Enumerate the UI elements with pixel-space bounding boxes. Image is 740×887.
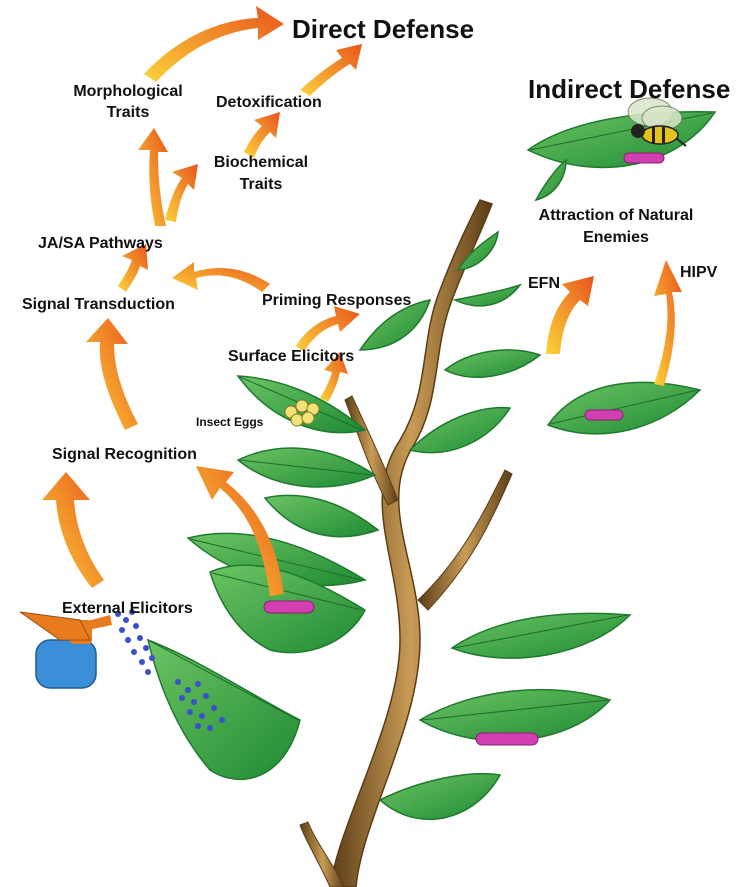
label-priming-responses: Priming Responses [262, 292, 411, 309]
arrow-recognition-to-transduction [86, 318, 138, 430]
leaf-bottom-right [378, 772, 502, 821]
label-efn: EFN [528, 275, 560, 292]
arrow-priming-to-transduction [172, 262, 270, 292]
label-direct-defense: Direct Defense [292, 14, 474, 44]
label-indirect-defense: Indirect Defense [528, 74, 730, 104]
leaf-sprayed [146, 638, 301, 781]
label-biochemical-line2: Traits [240, 176, 283, 193]
label-signal-transduction: Signal Transduction [22, 296, 175, 313]
label-biochemical-line1: Biochemical [214, 154, 308, 171]
leaf-upper-left [358, 299, 432, 351]
label-surface-elicitors: Surface Elicitors [228, 348, 354, 365]
flow-arrows [42, 6, 682, 596]
label-detoxification: Detoxification [216, 94, 322, 111]
sprayer-bottle-icon [19, 611, 112, 689]
label-morphological-line1: Morphological [73, 83, 182, 100]
caterpillar-right [584, 409, 624, 421]
leaf-upper-right-1 [452, 283, 523, 307]
arrow-transduction-to-jasa [118, 244, 148, 292]
leaf-top-right-corner [534, 158, 567, 202]
arrow-external-to-recognition [42, 472, 104, 588]
caterpillar-indirect [623, 152, 665, 164]
arrow-jasa-to-morph [138, 128, 168, 226]
label-attraction-line1: Attraction of Natural [539, 207, 694, 224]
label-hipv: HIPV [680, 264, 718, 281]
wasp-icon [627, 97, 687, 147]
leaf-right-mid-1 [443, 349, 542, 378]
insect-eggs-cluster [284, 399, 320, 427]
label-external-elicitors: External Elicitors [62, 600, 193, 617]
spray-droplets [115, 609, 225, 731]
leaf-right-lower-1 [450, 612, 632, 659]
plant-leaves [146, 111, 717, 821]
plant-stem [299, 199, 513, 887]
arrow-jasa-to-biochem [165, 164, 198, 222]
caterpillar-left [263, 600, 315, 614]
caterpillar-lower [475, 732, 539, 746]
caterpillars [263, 152, 665, 746]
arrow-leaf-to-efn [546, 276, 594, 354]
arrow-caterpillar-to-recognition [196, 466, 284, 596]
leaf-top-small [456, 230, 499, 271]
label-attraction-line2: Enemies [583, 229, 649, 246]
label-morphological-line2: Traits [107, 104, 150, 121]
arrow-eggs-to-surface [320, 352, 348, 402]
leaf-indirect [526, 111, 717, 169]
arrow-morph-to-direct [144, 6, 284, 82]
label-ja-sa-pathways: JA/SA Pathways [38, 235, 163, 252]
arrow-detox-to-direct [300, 44, 362, 96]
leaf-caterpillar-right [546, 381, 702, 435]
arrow-leaf-to-hipv [654, 260, 682, 386]
label-insect-eggs: Insect Eggs [196, 415, 264, 429]
diagram-labels: Direct Defense Indirect Defense Morpholo… [22, 14, 730, 617]
leaf-left-mid-2 [263, 494, 380, 538]
label-signal-recognition: Signal Recognition [52, 446, 197, 463]
arrow-surface-to-priming [296, 306, 360, 352]
leaf-right-mid-2 [408, 406, 512, 454]
arrow-biochem-to-detox [244, 112, 280, 158]
